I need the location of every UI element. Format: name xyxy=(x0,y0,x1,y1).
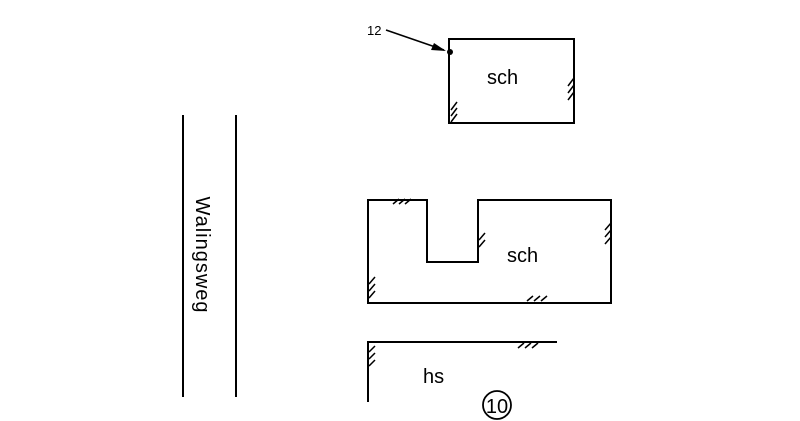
building-bottom xyxy=(367,341,557,402)
building-top-label: sch xyxy=(487,67,518,89)
building-bottom-label: hs xyxy=(423,366,444,388)
building-middle-label: sch xyxy=(507,245,538,267)
reference-label: 12 xyxy=(367,23,381,38)
arrow-head-icon xyxy=(431,43,446,51)
reference-point xyxy=(447,49,453,55)
street-name: Walingsweg xyxy=(191,196,213,313)
figure-number-label: 10 xyxy=(486,396,508,418)
building-middle xyxy=(367,199,612,304)
building-top xyxy=(448,38,575,124)
hatch-marks xyxy=(368,77,612,367)
figure-number-circle xyxy=(482,390,512,420)
